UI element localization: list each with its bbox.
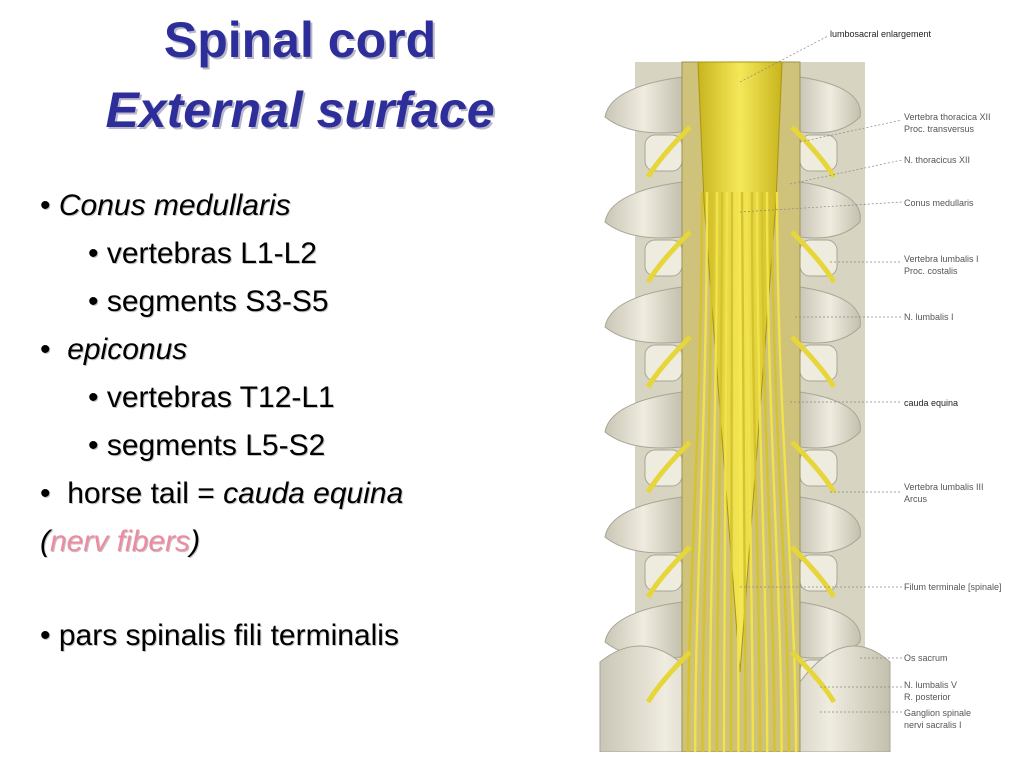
bullet-epiconus: • epiconus [40, 332, 187, 368]
vertebra [604, 181, 861, 277]
label-arcus: Arcus [904, 494, 928, 504]
spinal-nerve-left [645, 335, 692, 389]
leader-lines [739, 35, 903, 713]
bullet-horse-tail: • horse tail = cauda equina [40, 476, 403, 512]
label-lumbosacral-enlargement: lumbosacral enlargement [830, 29, 932, 39]
nerve-strand [722, 191, 729, 752]
nerve-strand [770, 191, 790, 752]
spinal-nerve-left [645, 125, 692, 179]
nerve-strand [740, 191, 747, 752]
label-proc-costalis: Proc. costalis [904, 266, 958, 276]
bullet-text-italic: cauda equina [223, 477, 404, 510]
nerve-strand [765, 191, 783, 752]
transverse-process-right [799, 181, 861, 239]
nerve-strand [708, 191, 719, 752]
nerve-strand [760, 191, 776, 752]
nerve-strand [755, 191, 769, 752]
sub-bullet-vertebras-l1-l2: • vertebras L1-L2 [88, 237, 317, 270]
label-filum-terminale: Filum terminale [spinale] [904, 582, 1002, 592]
label-vertebra-lumbalis-i: Vertebra lumbalis I [904, 254, 979, 264]
transverse-process-left [604, 181, 683, 239]
transverse-process-right [799, 286, 861, 344]
label-nervi-sacralis-i: nervi sacralis I [904, 720, 962, 730]
transverse-process-right [799, 76, 861, 134]
label-n-lumbalis-i: N. lumbalis I [904, 312, 954, 322]
spinal-nerve-right [790, 545, 837, 599]
bullet-marker: • [40, 333, 51, 366]
bullet-text: Conus medullaris [58, 189, 291, 222]
transverse-process-left [604, 76, 683, 134]
label-os-sacrum: Os sacrum [904, 653, 948, 663]
label-vertebra-thoracica-xii: Vertebra thoracica XII [904, 112, 991, 122]
slide-title-line1: Spinal cord [163, 12, 437, 68]
nerve-strand [745, 191, 754, 752]
bullet-marker: • [40, 189, 51, 222]
nerve-strand [701, 191, 714, 752]
sub-bullet-segments-s3-s5: • segments S3-S5 [88, 285, 329, 318]
label-n-lumbalis-v: N. lumbalis V [904, 680, 957, 690]
label-conus-medullaris: Conus medullaris [904, 198, 974, 208]
transverse-process-right [799, 496, 861, 554]
nerve-strand [730, 191, 734, 752]
cauda-equina-strands [686, 191, 798, 752]
transverse-process-right [799, 391, 861, 449]
nerv-fibers-text: nerv fibers [50, 525, 191, 558]
label-proc-transversus: Proc. transversus [904, 124, 975, 134]
paren-open: ( [40, 525, 50, 558]
spinal-nerve-left [645, 650, 692, 704]
bullet-conus-medullaris: • Conus medullaris [40, 188, 291, 224]
slide-title-line2: External surface [105, 82, 495, 138]
spinal-nerve-left [645, 230, 692, 284]
transverse-process-left [604, 496, 683, 554]
nerve-strand [715, 191, 724, 752]
transverse-process-left [604, 286, 683, 344]
spinal-nerve-left [645, 440, 692, 494]
transverse-process-right [799, 601, 861, 659]
bullet-horse-tail-continuation: (nerv fibers) [40, 524, 200, 560]
nerve-strand [735, 191, 740, 752]
label-n-thoracicus-xii: N. thoracicus XII [904, 155, 970, 165]
nerve-strand [694, 191, 709, 752]
label-ganglion-spinale: Ganglion spinale [904, 708, 971, 718]
nerve-strand [750, 191, 762, 752]
spinal-nerve-right [790, 335, 837, 389]
sub-bullet-vertebras-t12-l1: • vertebras T12-L1 [88, 381, 335, 414]
bullet-text: epiconus [67, 333, 188, 366]
spinal-nerve-right [790, 440, 837, 494]
bullet-pars-spinalis: • pars spinalis fili terminalis [40, 619, 399, 652]
spinal-nerve-right [790, 230, 837, 284]
label-cauda-equina: cauda equina [904, 398, 958, 408]
spinal-cord-illustration: lumbosacral enlargement Vertebra thoraci… [599, 29, 1002, 752]
transverse-process-left [604, 391, 683, 449]
sub-bullet-segments-l5-s2: • segments L5-S2 [88, 429, 326, 462]
nerve-strand [686, 191, 704, 752]
label-r-posterior: R. posterior [904, 692, 951, 702]
spinal-nerve-right [790, 125, 837, 179]
spinal-nerve-left [645, 545, 692, 599]
label-vertebra-lumbalis-iii: Vertebra lumbalis III [904, 482, 984, 492]
paren-close: ) [190, 525, 201, 558]
spinal-nerves [645, 125, 837, 704]
spinal-nerve-right [790, 650, 837, 704]
bullet-marker: • [40, 477, 51, 510]
nerve-strand [775, 191, 798, 752]
bullet-text-plain: horse tail = [67, 477, 224, 510]
